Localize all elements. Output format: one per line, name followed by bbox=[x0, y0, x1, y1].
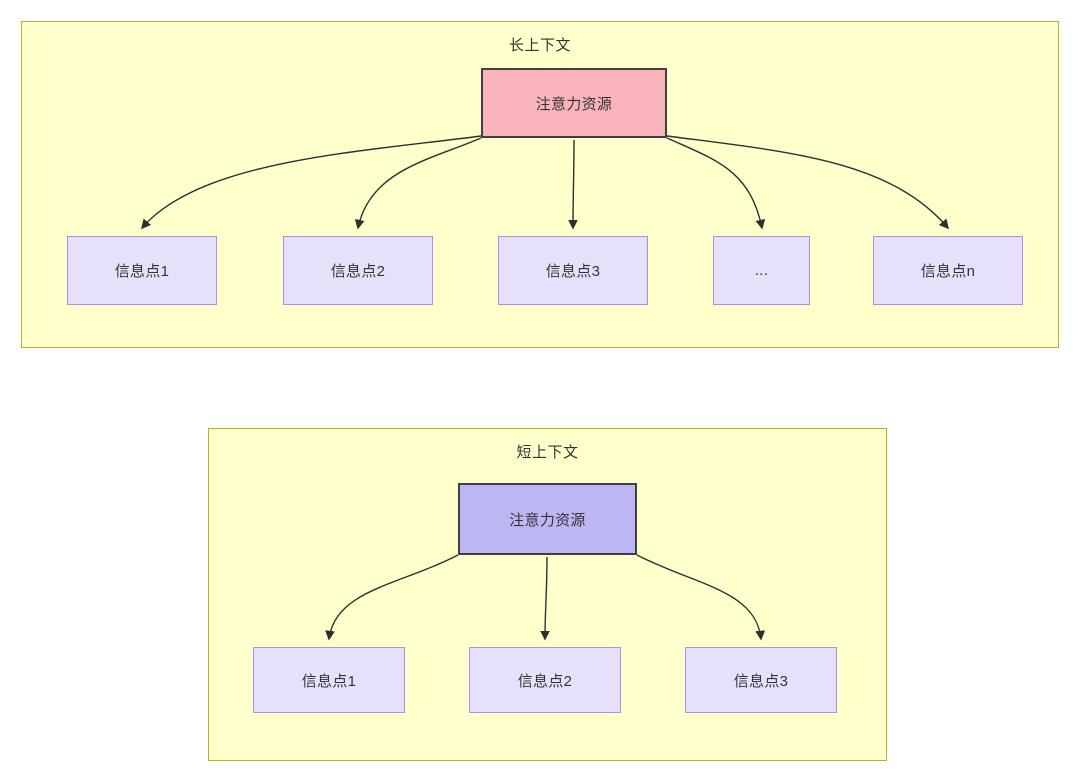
node-label: 信息点3 bbox=[733, 672, 789, 690]
node-short-info-point-1[interactable]: 信息点1 bbox=[253, 647, 405, 713]
node-label: 信息点2 bbox=[330, 263, 386, 280]
node-long-info-point-n[interactable]: 信息点n bbox=[873, 236, 1023, 305]
node-label: 注意力资源 bbox=[535, 95, 613, 113]
node-label: 信息点1 bbox=[114, 263, 170, 280]
node-long-info-point-1[interactable]: 信息点1 bbox=[67, 236, 217, 305]
panel-short-context-title: 短上下文 bbox=[516, 444, 579, 461]
panel-long-context-title: 长上下文 bbox=[508, 37, 571, 54]
node-label: ... bbox=[754, 262, 769, 279]
node-label: 信息点1 bbox=[301, 672, 357, 690]
node-short-info-point-2[interactable]: 信息点2 bbox=[469, 647, 621, 713]
node-short-attention-resource[interactable]: 注意力资源 bbox=[458, 483, 637, 555]
node-label: 信息点3 bbox=[545, 263, 601, 280]
node-long-attention-resource[interactable]: 注意力资源 bbox=[481, 68, 667, 138]
node-label: 信息点2 bbox=[517, 672, 573, 690]
node-short-info-point-3[interactable]: 信息点3 bbox=[685, 647, 837, 713]
node-label: 信息点n bbox=[920, 263, 976, 280]
node-long-info-point-2[interactable]: 信息点2 bbox=[283, 236, 433, 305]
node-long-info-point-3[interactable]: 信息点3 bbox=[498, 236, 648, 305]
node-label: 注意力资源 bbox=[509, 511, 586, 529]
node-long-info-point-ellipsis[interactable]: ... bbox=[713, 236, 810, 305]
